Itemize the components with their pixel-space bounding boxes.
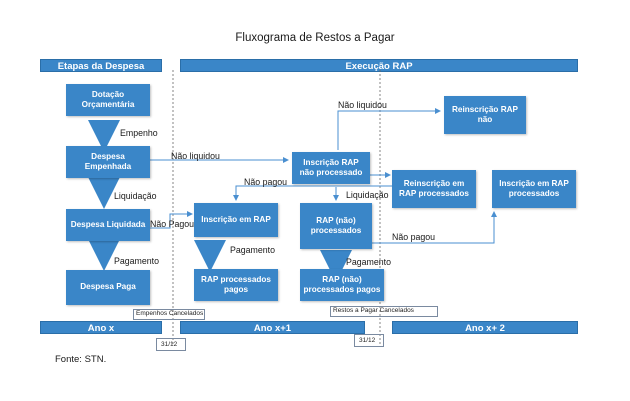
year-ano-x: Ano x bbox=[40, 321, 162, 334]
box-inscricao-rap-nao-processado: Inscrição RAP não processado bbox=[292, 152, 370, 184]
header-execucao: Execução RAP bbox=[180, 59, 578, 72]
box-dotacao: Dotação Orçamentária bbox=[66, 84, 150, 116]
label-liquidacao: Liquidação bbox=[114, 191, 157, 201]
box-inscricao-em-rap: Inscrição em RAP bbox=[194, 203, 278, 237]
source-note: Fonte: STN. bbox=[55, 354, 107, 365]
label-nao-pagou-right: Não pagou bbox=[392, 232, 436, 242]
label-nao-liquidou-top: Não liquidou bbox=[338, 100, 387, 110]
box-rap-nao-processados-pagos: RAP (não) processados pagos bbox=[300, 269, 384, 301]
box-reinscricao-rap-nao: Reinscrição RAP não bbox=[444, 96, 526, 134]
note-empenhos-cancelados bbox=[133, 309, 205, 320]
box-despesa-liquidada: Despesa Liquidada bbox=[66, 209, 150, 241]
note-restos-cancelados bbox=[330, 306, 438, 317]
label-nao-pagou: Não pagou bbox=[244, 177, 288, 187]
year-ano-x1: Ano x+1 bbox=[180, 321, 365, 334]
header-etapas: Etapas da Despesa bbox=[40, 59, 162, 72]
label-pagamento-right: Pagamento bbox=[346, 257, 391, 267]
label-nao-pagou-liquidada: Não Pagou bbox=[150, 219, 195, 229]
label-pagamento-middle: Pagamento bbox=[230, 245, 275, 255]
box-despesa-empenhada: Despesa Empenhada bbox=[66, 146, 150, 178]
label-liquidacao-right: Liquidação bbox=[346, 190, 389, 200]
label-pagamento: Pagamento bbox=[114, 256, 159, 266]
box-inscricao-rap-processados: Inscrição em RAP processados bbox=[492, 170, 576, 208]
label-nao-liquidou: Não liquidou bbox=[171, 151, 220, 161]
box-reinscricao-rap-processados: Reinscrição em RAP processados bbox=[392, 170, 476, 208]
note-empenhos-cancelados-text: Empenhos Cancelados bbox=[136, 310, 204, 317]
date-box-1 bbox=[156, 338, 186, 351]
label-empenho: Empenho bbox=[120, 128, 158, 138]
date-label-2: 31/12 bbox=[359, 337, 376, 344]
box-rap-nao-processados: RAP (não) processados bbox=[300, 203, 372, 249]
date-box-2 bbox=[354, 334, 384, 347]
year-ano-x2: Ano x+ 2 bbox=[392, 321, 578, 334]
diagram-title: Fluxograma de Restos a Pagar bbox=[235, 32, 395, 44]
box-despesa-paga: Despesa Paga bbox=[66, 270, 150, 305]
date-label-1: 31/12 bbox=[161, 341, 178, 348]
box-rap-processados-pagos: RAP processados pagos bbox=[194, 269, 278, 301]
note-restos-cancelados-text: Restos a Pagar Cancelados bbox=[333, 307, 414, 314]
